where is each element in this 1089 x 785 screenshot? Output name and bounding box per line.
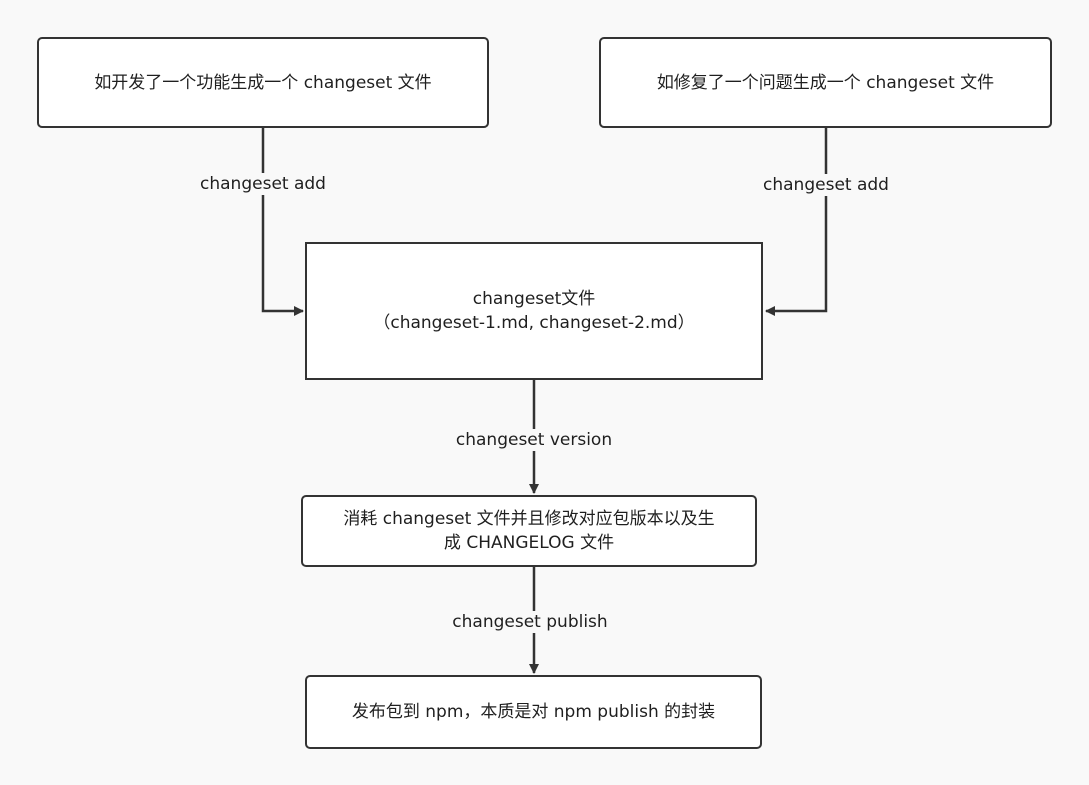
publish-node: 发布包到 npm，本质是对 npm publish 的封装 [305, 675, 762, 749]
changeset-files-title: changeset文件 [472, 289, 596, 309]
edge-label-add-right: changeset add [760, 174, 892, 196]
feature-changeset-label: 如开发了一个功能生成一个 changeset 文件 [94, 72, 432, 93]
changeset-files-node: changeset文件 （changeset-1.md, changeset-2… [305, 242, 763, 380]
edge-label-publish: changeset publish [449, 611, 611, 633]
edge-label-version: changeset version [452, 429, 616, 451]
edge-feature-to-files [261, 128, 304, 316]
consume-changeset-line2: 成 CHANGELOG 文件 [443, 533, 615, 553]
feature-changeset-node: 如开发了一个功能生成一个 changeset 文件 [37, 37, 489, 128]
consume-changeset-line1: 消耗 changeset 文件并且修改对应包版本以及生 [343, 509, 715, 529]
edge-bugfix-to-files [765, 128, 828, 316]
bugfix-changeset-label: 如修复了一个问题生成一个 changeset 文件 [656, 72, 995, 93]
publish-label: 发布包到 npm，本质是对 npm publish 的封装 [351, 702, 716, 722]
changeset-files-list: （changeset-1.md, changeset-2.md） [373, 313, 695, 333]
edge-label-add-left: changeset add [197, 173, 329, 195]
bugfix-changeset-node: 如修复了一个问题生成一个 changeset 文件 [599, 37, 1052, 128]
consume-changeset-node: 消耗 changeset 文件并且修改对应包版本以及生 成 CHANGELOG … [301, 495, 757, 567]
